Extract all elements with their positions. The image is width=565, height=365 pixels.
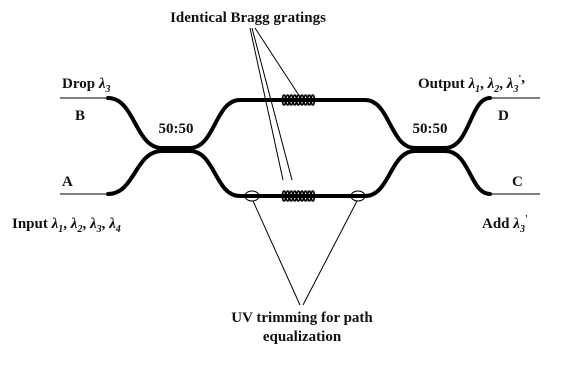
uv-pointer-right xyxy=(302,200,358,306)
fiber-lower-arm xyxy=(106,149,492,198)
lambda-symbol: λ xyxy=(51,216,59,232)
grating-tooth xyxy=(310,94,316,106)
lambda-symbol: λ xyxy=(108,216,116,232)
lambda-subscript: 2 xyxy=(76,224,82,235)
coupler-left-label: 50:50 xyxy=(159,121,194,137)
output-trailing-comma: , xyxy=(521,70,525,86)
uv-trim-marker-right xyxy=(350,190,366,202)
lambda-subscript: 3 xyxy=(512,84,518,95)
bragg-grating-upper xyxy=(281,94,316,106)
grating-tooth xyxy=(310,190,316,202)
port-a-label: A xyxy=(62,174,73,190)
bragg-gratings-title: Identical Bragg gratings xyxy=(170,10,326,26)
coupler-right-label: 50:50 xyxy=(413,121,448,137)
output-label: Output λ1, λ2, λ3', xyxy=(418,70,525,95)
port-c-label: C xyxy=(512,174,523,190)
fiber-upper-arm xyxy=(106,96,492,150)
lambda-separator: , xyxy=(480,76,488,92)
lambda-prime: ' xyxy=(518,74,521,85)
pointer-line-mid xyxy=(251,27,293,181)
pointer-line-left xyxy=(249,27,284,181)
lambda-subscript: 1 xyxy=(58,224,63,235)
drop-label: Drop λ3 xyxy=(62,76,110,95)
lambda-symbol: λ xyxy=(487,76,495,92)
bragg-grating-lower xyxy=(281,190,316,202)
lambda-separator: , xyxy=(499,76,507,92)
uv-trim-marker-left xyxy=(244,190,260,202)
uv-pointer-left xyxy=(252,200,301,306)
lambda-subscript: 4 xyxy=(115,224,121,235)
pointer-line-right xyxy=(254,27,301,98)
lambda-symbol: λ xyxy=(70,216,78,232)
lambda-separator: , xyxy=(63,216,71,232)
lambda-separator: , xyxy=(102,216,110,232)
lambda-subscript: 1 xyxy=(475,84,480,95)
lambda-subscript: 3 xyxy=(96,224,102,235)
port-b-label: B xyxy=(75,108,85,124)
lambda-symbol: λ xyxy=(506,76,514,92)
lambda-subscript: 2 xyxy=(493,84,499,95)
uv-trim-caption-line1: UV trimming for path xyxy=(231,310,373,326)
lambda-symbol: λ xyxy=(467,76,475,92)
input-label: Input λ1, λ2, λ3, λ4 xyxy=(12,216,121,235)
port-d-label: D xyxy=(498,108,509,124)
lambda-separator: , xyxy=(82,216,90,232)
uv-trim-caption-line2: equalization xyxy=(263,329,342,345)
lambda-symbol: λ xyxy=(89,216,97,232)
add-label: Add λ3' xyxy=(482,214,528,235)
